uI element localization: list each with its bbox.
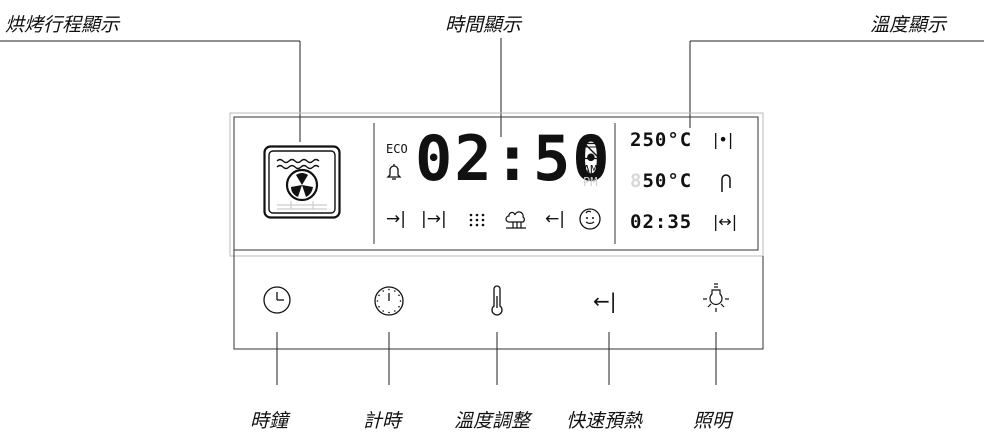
baking-program-display-label: 烘烤行程顯示 [5,14,120,36]
current-temperature-value: 50°C [642,170,693,192]
secondary-time-readout: 02:35 [630,211,693,233]
top-heat-icon: |•| [713,130,734,149]
start-time-icon: →| [386,209,406,229]
clock-icon[interactable] [262,285,292,315]
duration-icon: |↔| [713,212,738,231]
timer-icon[interactable] [373,285,405,317]
clock-label: 時鐘 [250,410,289,432]
light-label: 照明 [693,410,732,432]
fast-preheat-icon[interactable]: ←| [593,289,617,313]
temperature-display-label: 溫度顯示 [870,14,947,36]
fast-preheat-label: 快速預熱 [566,410,643,432]
oven-fan-program-icon [263,145,341,219]
pm-indicator: PM [583,175,598,189]
child-lock-icon [579,208,601,230]
temperature-adjust-label: 溫度調整 [454,410,531,432]
crossed-box-icon [583,142,601,160]
light-bulb-icon[interactable] [701,282,731,316]
dots-grid-icon [469,213,485,227]
bell-icon [386,164,402,180]
steam-icon [505,211,526,229]
end-time-icon: |→| [421,209,447,229]
thermometer-icon[interactable] [487,284,507,318]
time-display-label: 時間顯示 [445,14,522,36]
eco-label: ECO [386,142,408,156]
dim-digit: 8 [630,170,643,192]
set-temperature-readout: 250°C [630,129,693,151]
timer-label: 計時 [363,410,402,432]
main-time-readout: 02:50 [415,122,612,195]
probe-icon [721,174,731,192]
current-temperature-readout: 850°C [630,170,692,192]
fast-preheat-display-icon: ←| [545,209,565,229]
am-indicator: AM [583,163,598,177]
